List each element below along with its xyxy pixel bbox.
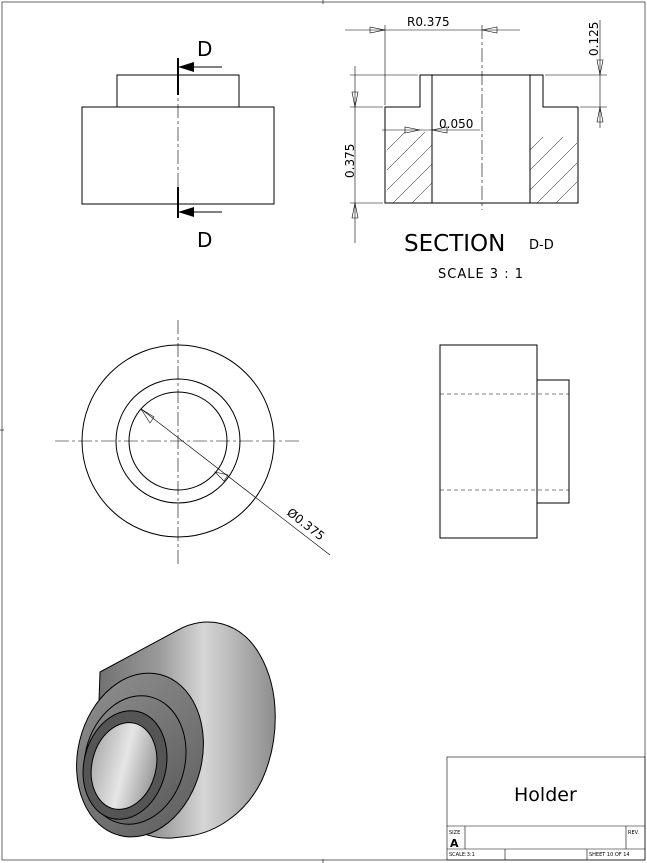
cut-label-top: D: [197, 37, 212, 61]
size-label: SIZE: [449, 830, 460, 836]
section-view: R0.375 0.125 0.375 0.050 SECTION D-D SCA…: [343, 15, 607, 282]
hatch-right: [529, 136, 578, 204]
cut-label-bottom: D: [197, 228, 212, 252]
cut-arrow-bottom: [178, 207, 194, 217]
section-scale: SCALE 3 : 1: [438, 267, 524, 282]
dim-total-height: 0.375: [343, 144, 357, 178]
dim-wall-step: 0.050: [439, 117, 473, 131]
cut-arrow-top: [178, 62, 194, 72]
dim-radius: R0.375: [407, 15, 450, 29]
side-view: [439, 344, 570, 539]
dim-top-height: 0.125: [587, 22, 601, 56]
isometric-view: [76, 621, 276, 839]
size-value: A: [450, 837, 459, 850]
rev-label: REV.: [628, 830, 639, 836]
hatch-left: [386, 131, 433, 204]
section-title: SECTION: [404, 231, 505, 257]
front-view: D D: [81, 37, 275, 252]
top-view: Ø0.375: [55, 320, 331, 564]
section-title-sub: D-D: [529, 238, 554, 253]
drawing-title: Holder: [514, 784, 577, 806]
title-block: Holder SIZE A REV. SCALE:3:1 SHEET 10 OF…: [446, 756, 646, 861]
scale-label: SCALE:3:1: [449, 852, 475, 858]
sheet-label: SHEET 10 OF 14: [589, 852, 630, 858]
